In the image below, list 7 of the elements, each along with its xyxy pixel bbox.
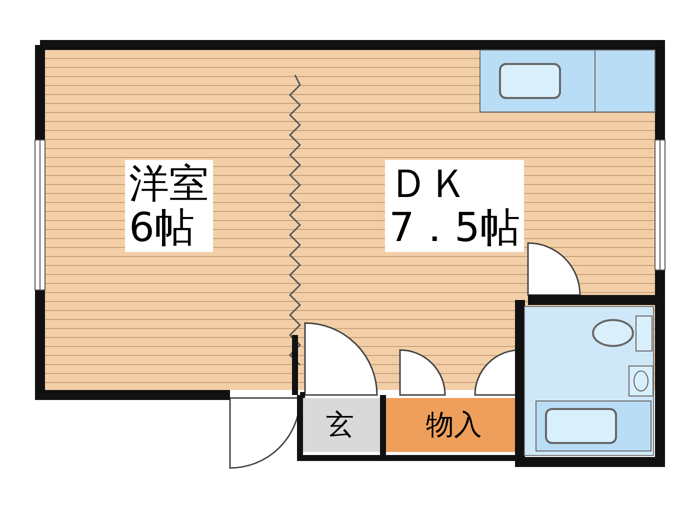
room-label: 玄 xyxy=(326,407,354,443)
room-label: 洋室 6帖 xyxy=(125,160,213,252)
entrance-floor xyxy=(300,398,380,452)
room-label: 物入 xyxy=(426,407,482,443)
room-label: ＤＫ 7．5帖 xyxy=(385,160,524,252)
room-floor xyxy=(45,50,295,390)
bathroom-floor xyxy=(524,306,654,456)
